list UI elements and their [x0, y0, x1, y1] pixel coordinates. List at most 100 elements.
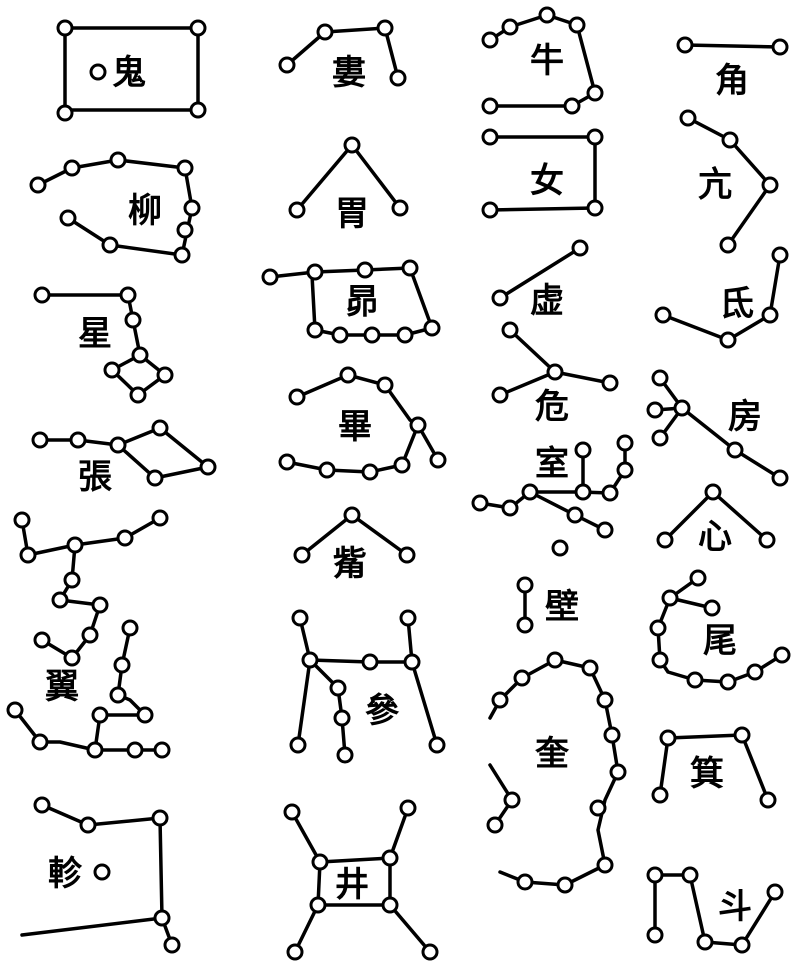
nv-label: 女 [530, 161, 564, 201]
dou-star [735, 938, 749, 952]
yi-label: 翼 [45, 667, 79, 707]
dou-label: 斗 [718, 887, 752, 927]
nv-star [483, 203, 497, 217]
di-label: 氐 [720, 284, 754, 324]
jiao-label: 角 [715, 61, 749, 101]
yi-star [123, 621, 137, 635]
kui-star [505, 793, 519, 807]
xin-star [706, 485, 720, 499]
mao-star [263, 270, 277, 284]
bi-net-star [280, 455, 294, 469]
yi-star [35, 633, 49, 647]
mansion-mao: 昴 [263, 261, 439, 342]
shi-star [473, 496, 487, 510]
dou-star [768, 885, 782, 899]
shi-star [598, 523, 612, 537]
ji-star [661, 731, 675, 745]
xing-star [158, 368, 172, 382]
shi-star [576, 485, 590, 499]
wei-stomach-star [290, 203, 304, 217]
niu-star [565, 99, 579, 113]
lou-star [391, 71, 405, 85]
niu-star [570, 18, 584, 32]
liu-star [178, 161, 192, 175]
mansion-shi: 室 [473, 436, 632, 537]
niu-star [503, 20, 517, 34]
wei-danger-star [503, 323, 517, 337]
shi-star [503, 501, 517, 515]
dou-star [648, 928, 662, 942]
xing-star [131, 388, 145, 402]
yi-star [118, 531, 132, 545]
kang-star [721, 238, 735, 252]
kang-star [763, 178, 777, 192]
wei-tail-star [688, 673, 702, 687]
shi-star [576, 443, 590, 457]
kang-star [681, 111, 695, 125]
shen-star [291, 738, 305, 752]
mansion-jing: 井 [285, 801, 437, 959]
wei-tail-star [775, 648, 789, 662]
xing-star [121, 288, 135, 302]
dou-star [648, 868, 662, 882]
mao-star [358, 263, 372, 277]
mansion-lou: 婁 [280, 21, 405, 93]
jing-star [285, 805, 299, 819]
zhang-star [148, 471, 162, 485]
shen-line [298, 660, 310, 745]
jiao-star [678, 38, 692, 52]
liu-star [61, 211, 75, 225]
shen-star [335, 711, 349, 725]
gui-center-star [91, 65, 105, 79]
zhang-star [71, 433, 85, 447]
kui-star [598, 858, 612, 872]
fang-star [653, 431, 667, 445]
zhen-star [35, 798, 49, 812]
fang-star [648, 403, 662, 417]
zhen-center-star [95, 865, 109, 879]
shi-star [568, 508, 582, 522]
mansion-kang: 亢 [681, 111, 777, 252]
mansion-fang: 房 [648, 371, 787, 485]
mansion-bi-net: 畢 [280, 368, 445, 479]
mao-star [425, 321, 439, 335]
shen-line [412, 662, 437, 745]
mansion-niu: 牛 [483, 8, 602, 113]
liu-star [111, 153, 125, 167]
bi-net-star [395, 458, 409, 472]
mao-star [333, 328, 347, 342]
fang-star [653, 371, 667, 385]
shen-star [363, 655, 377, 669]
mansion-wei-tail: 尾 [651, 571, 789, 689]
yi-star [83, 628, 97, 642]
mansion-dou: 斗 [648, 868, 782, 952]
mao-star [308, 323, 322, 337]
liu-label: 柳 [128, 191, 162, 231]
bi-net-star [363, 465, 377, 479]
mansion-di: 氐 [656, 248, 787, 347]
gui-star [58, 106, 72, 120]
jing-star [401, 801, 415, 815]
jing-star [288, 945, 302, 959]
wei-danger-star [493, 388, 507, 402]
mao-star [398, 328, 412, 342]
shen-lines [310, 660, 345, 755]
gui-star [191, 103, 205, 117]
di-star [763, 308, 777, 322]
wei-stomach-star [345, 138, 359, 152]
zi-star [400, 548, 414, 562]
dou-lines [655, 875, 775, 945]
kui-star [518, 875, 532, 889]
xing-star [126, 313, 140, 327]
jing-star [313, 855, 327, 869]
shi-star [603, 486, 617, 500]
zi-label: 觜 [333, 544, 367, 584]
shi-star [618, 463, 632, 477]
kui-star [591, 801, 605, 815]
kui-star [558, 878, 572, 892]
yi-star [33, 735, 47, 749]
jing-line [390, 905, 430, 952]
ji-label: 箕 [690, 754, 724, 794]
liu-star [185, 201, 199, 215]
